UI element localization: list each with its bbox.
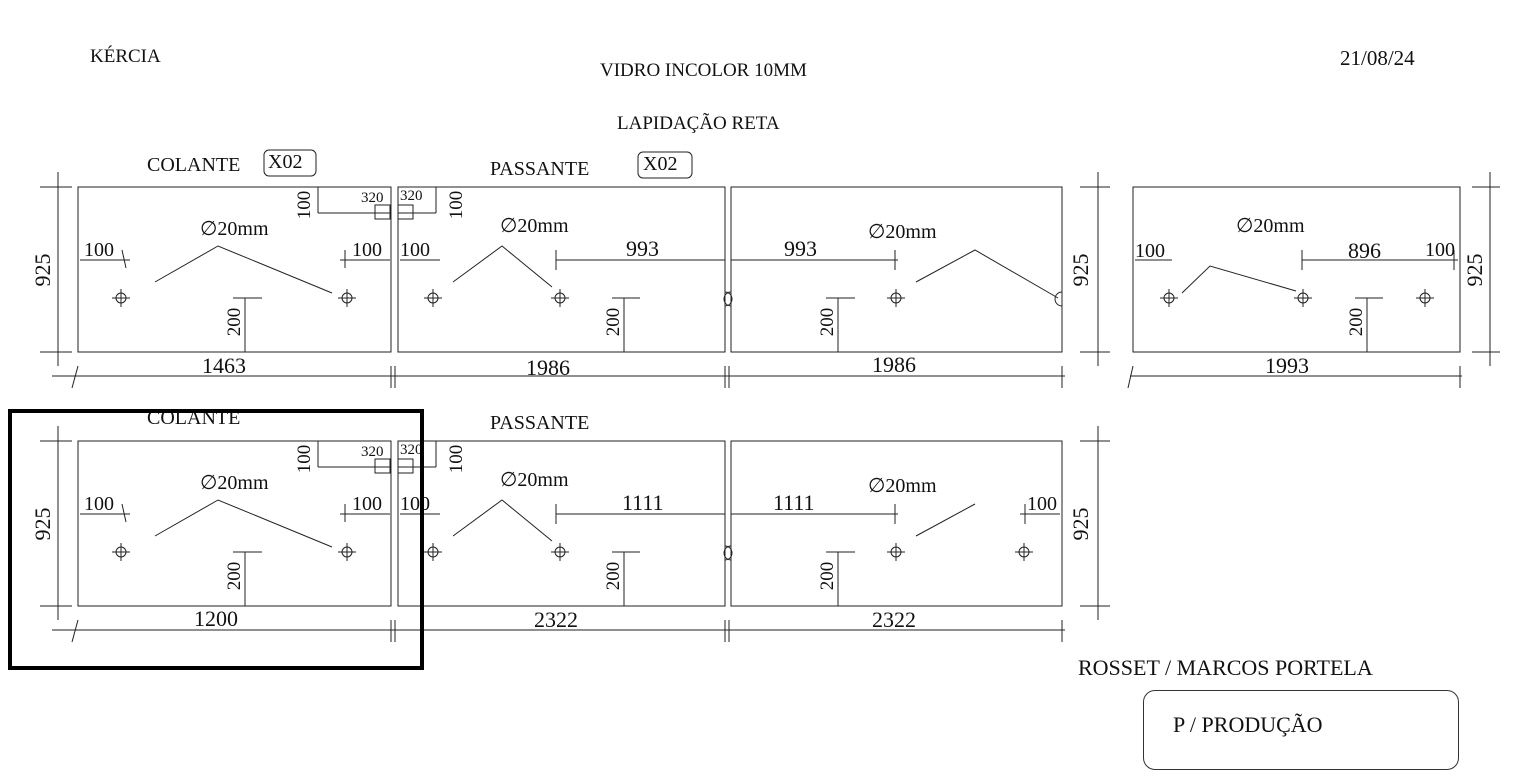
dim-height: 925 — [1068, 254, 1093, 287]
panel-passante-2b — [730, 440, 1063, 607]
label-passante: PASSANTE — [490, 158, 590, 180]
hole-label: ∅20mm — [1236, 215, 1305, 237]
hole-label: ∅20mm — [200, 472, 269, 494]
dim-width: 2322 — [534, 607, 578, 632]
dim-200: 200 — [603, 562, 624, 591]
client-reference: ROSSET / MARCOS PORTELA — [1078, 655, 1373, 680]
label-passante: PASSANTE — [490, 412, 590, 434]
dim-height: 925 — [30, 254, 55, 287]
dim-100: 100 — [1135, 240, 1165, 262]
dim-100: 100 — [352, 239, 382, 261]
production-note: P / PRODUÇÃO — [1173, 712, 1323, 737]
dim-1111: 1111 — [622, 490, 664, 515]
dim-320: 320 — [400, 188, 423, 204]
panel-colante-1 — [77, 186, 392, 353]
panel-passante-1b — [730, 186, 1063, 353]
dim-200: 200 — [603, 308, 624, 337]
panel-passante-2a — [397, 440, 726, 607]
dim-width: 1200 — [194, 606, 238, 631]
finish-title: LAPIDAÇÃO RETA — [617, 113, 780, 134]
dim-width: 1993 — [1265, 353, 1309, 378]
dim-200: 200 — [224, 562, 245, 591]
dim-100: 100 — [1425, 239, 1455, 261]
panel-passante-1a — [397, 186, 726, 353]
panel-4 — [1132, 186, 1461, 353]
qty-box-1 — [263, 149, 317, 177]
dim-height: 925 — [1462, 254, 1487, 287]
dim-320: 320 — [361, 190, 384, 206]
dim-993: 993 — [626, 236, 659, 261]
dim-1111: 1111 — [773, 490, 815, 515]
dim-100: 100 — [84, 493, 114, 515]
dim-height: 925 — [1068, 508, 1093, 541]
dim-200: 200 — [224, 308, 245, 337]
dim-width: 1463 — [202, 353, 246, 378]
dim-100: 100 — [400, 239, 430, 261]
dim-100: 100 — [1027, 493, 1057, 515]
hole-label: ∅20mm — [500, 469, 569, 491]
selection-box[interactable] — [8, 409, 424, 670]
hole-label: ∅20mm — [868, 475, 937, 497]
dim-width: 1986 — [526, 355, 570, 380]
hole-markers — [112, 289, 1434, 561]
qty-label: X02 — [268, 151, 303, 173]
hole-label: ∅20mm — [868, 221, 937, 243]
dim-200: 200 — [1346, 308, 1367, 337]
dim-100: 100 — [294, 191, 315, 220]
qty-box-2 — [637, 151, 693, 179]
dim-100: 100 — [446, 191, 467, 220]
dim-height: 925 — [30, 508, 55, 541]
dim-width: 1986 — [872, 352, 916, 377]
dim-320: 320 — [361, 444, 384, 460]
dim-993: 993 — [784, 236, 817, 261]
date: 21/08/24 — [1340, 46, 1415, 70]
qty-label: X02 — [643, 153, 678, 175]
dim-100: 100 — [294, 445, 315, 474]
dim-200: 200 — [817, 308, 838, 337]
dim-100: 100 — [352, 493, 382, 515]
material-title: VIDRO INCOLOR 10MM — [600, 60, 807, 81]
panel-colante-2 — [77, 440, 392, 607]
label-colante: COLANTE — [147, 154, 241, 176]
production-note-box — [1143, 690, 1459, 770]
hole-label: ∅20mm — [200, 218, 269, 240]
hole-label: ∅20mm — [500, 215, 569, 237]
dim-100: 100 — [84, 239, 114, 261]
dim-width: 2322 — [872, 607, 916, 632]
dim-320: 320 — [400, 442, 423, 458]
dim-100: 100 — [446, 445, 467, 474]
client-name: KÉRCIA — [90, 46, 161, 67]
dim-896: 896 — [1348, 238, 1381, 263]
dim-200: 200 — [817, 562, 838, 591]
